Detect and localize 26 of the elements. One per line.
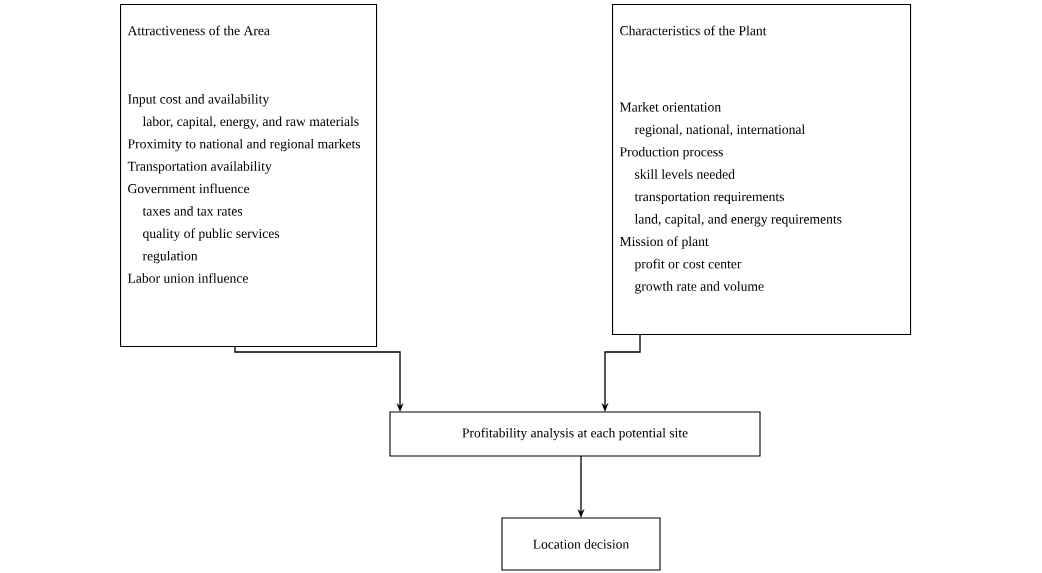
box-label: Location decision <box>533 539 629 549</box>
list-item: Production process <box>619 146 723 160</box>
text-box <box>501 517 661 571</box>
text-box <box>120 4 378 348</box>
list-item: taxes and tax rates <box>142 206 243 216</box>
list-item: Transportation availability <box>127 161 272 174</box>
list-item: regional, national, international <box>634 124 805 137</box>
text-box <box>389 411 761 457</box>
list-item: skill levels needed <box>635 169 735 179</box>
list-item: Input cost and availability <box>128 94 270 107</box>
list-item: Market orientation <box>619 102 721 112</box>
list-item: profit or cost center <box>634 258 742 272</box>
list-item: Government influence <box>128 183 250 194</box>
list-item: regulation <box>142 250 198 264</box>
list-item: Labor union influence <box>127 273 248 283</box>
box-label: Profitability analysis at each potential site <box>462 427 688 441</box>
list-item: Mission of plant <box>619 236 709 249</box>
list-item: labor, capital, energy, and raw materials <box>142 116 359 129</box>
list-item: Proximity to national and regional markets <box>127 138 361 152</box>
list-item: land, capital, and energy requirements <box>634 214 842 227</box>
list-item: transportation requirements <box>634 192 784 204</box>
box-heading: Attractiveness of the Area <box>127 25 270 36</box>
list-item: growth rate and volume <box>635 281 764 294</box>
text-box <box>612 4 912 336</box>
box-heading: Characteristics of the Plant <box>620 25 767 36</box>
list-item: quality of public services <box>143 228 280 241</box>
